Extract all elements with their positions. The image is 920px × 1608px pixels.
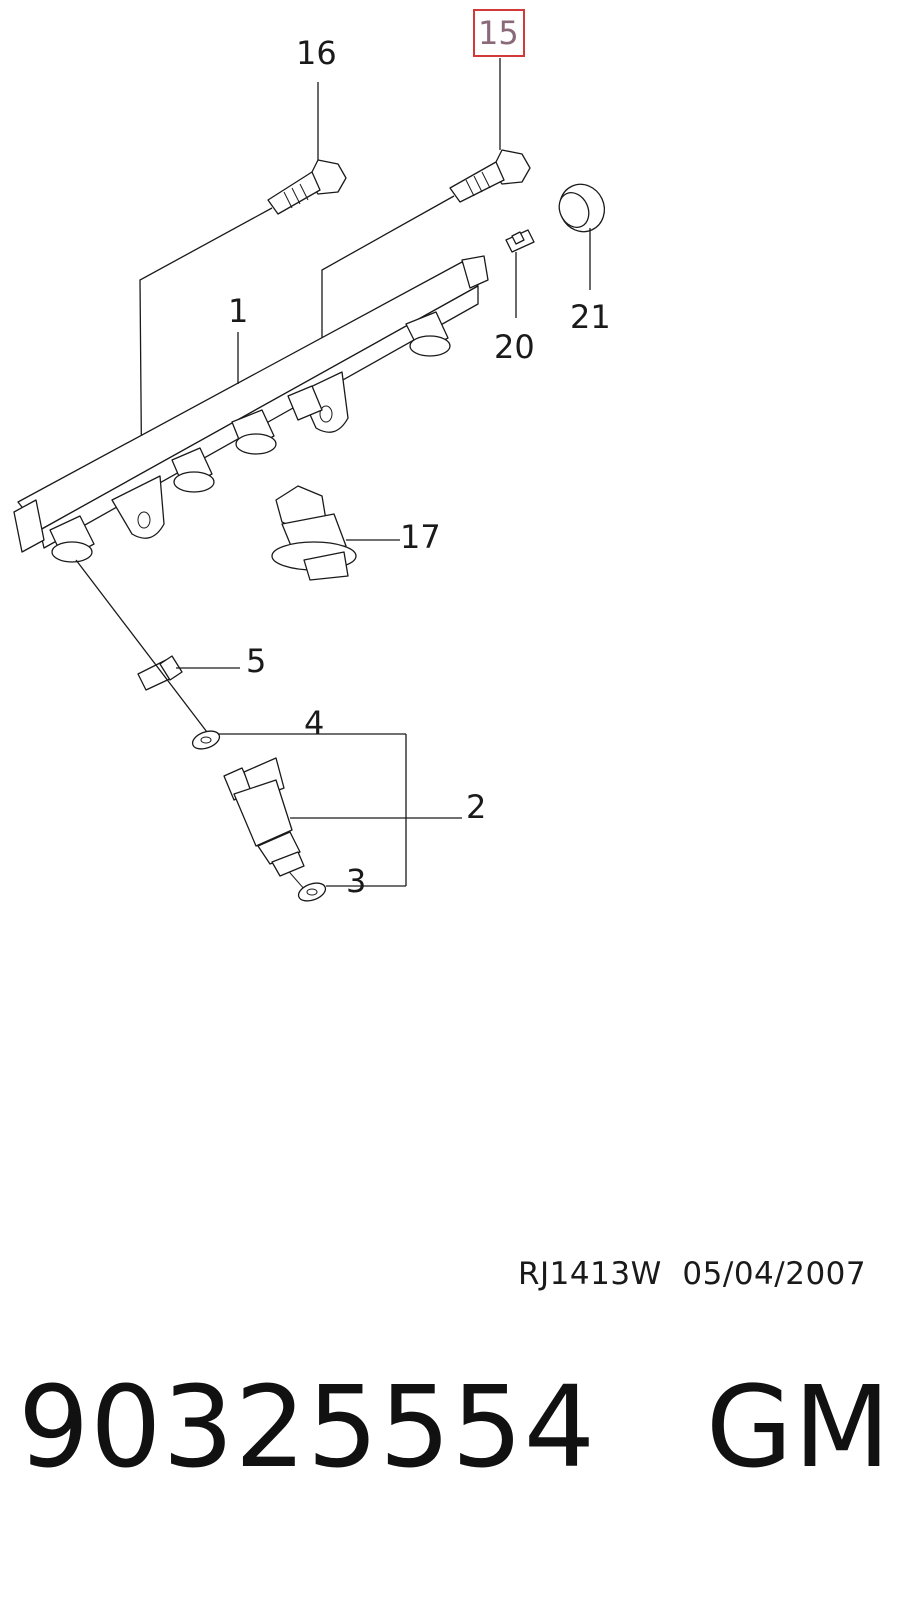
callout-17: 17 — [400, 518, 441, 556]
bolt-16 — [139, 82, 347, 517]
valve-20 — [505, 229, 535, 318]
highlight-box-15 — [473, 9, 525, 57]
callout-21: 21 — [570, 298, 611, 336]
callout-20: 20 — [494, 328, 535, 366]
callout-2: 2 — [466, 788, 486, 826]
bolt-15 — [321, 58, 531, 420]
pressure-regulator-17 — [271, 485, 400, 581]
exploded-parts-diagram: 16 15 1 21 20 17 5 4 2 3 — [13, 9, 611, 902]
cap-21 — [558, 183, 606, 290]
callout-4: 4 — [304, 704, 324, 742]
callout-1: 1 — [228, 292, 248, 330]
injector-axis — [75, 559, 211, 737]
drawing-code: RJ1413W 05/04/2007 — [518, 1256, 867, 1292]
clip-5 — [137, 655, 240, 691]
injector-2 — [223, 757, 305, 877]
callout-15: 15 — [478, 14, 519, 52]
seal-3 — [297, 882, 327, 902]
callout-3: 3 — [346, 862, 366, 900]
fuel-rail-1 — [13, 255, 489, 563]
seal-4 — [191, 730, 221, 750]
leader-lines-seals — [218, 733, 462, 887]
callout-16: 16 — [296, 34, 337, 72]
callout-5: 5 — [246, 642, 266, 680]
part-number: 90325554 GM — [18, 1363, 892, 1493]
